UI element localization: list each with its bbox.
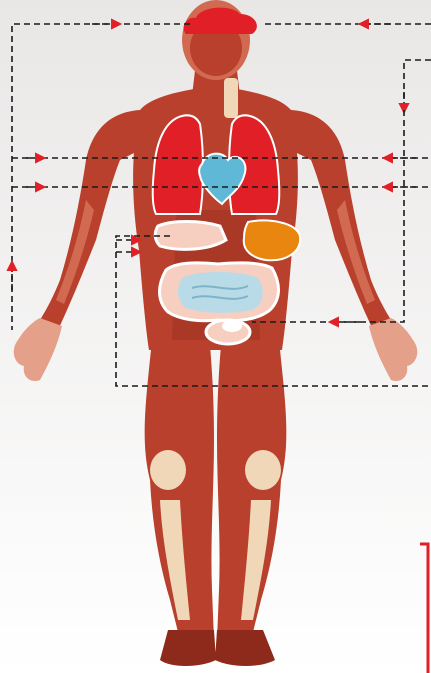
stomach [244,221,300,261]
bladder-core [222,320,242,332]
trachea [224,78,238,118]
left-foot [160,630,216,666]
right-knee [245,450,281,490]
left-knee [150,450,186,490]
small-intestine [178,272,263,313]
